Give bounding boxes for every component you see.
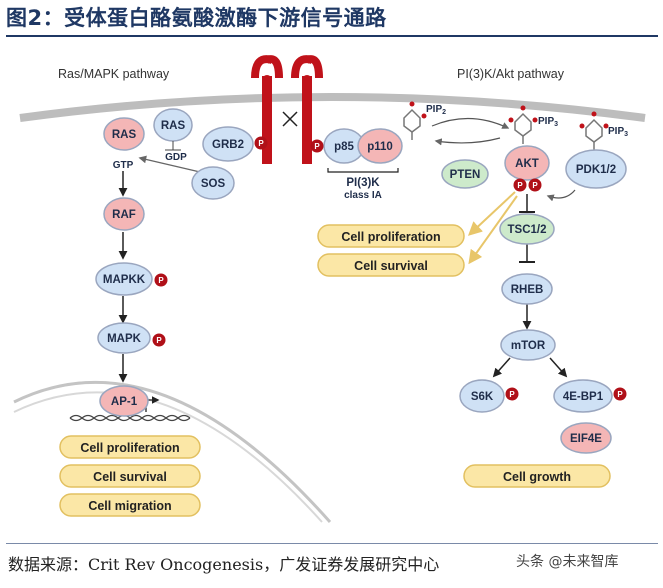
grb2-node: GRB2 <box>202 126 254 162</box>
pip2-lipid-icon <box>403 101 427 140</box>
ap1-node: AP-1 <box>99 385 149 417</box>
outcome-right-growth: Cell growth <box>463 464 611 488</box>
mapk-node: MAPK <box>97 322 151 354</box>
pip3-label-akt: PIP3 <box>538 116 558 128</box>
title-divider <box>6 35 658 37</box>
pi3k-class-label: class IA <box>344 190 382 201</box>
nuclear-envelope <box>13 381 332 523</box>
figure-title: 图2：受体蛋白酪氨酸激酶下游信号通路 <box>6 6 387 30</box>
pdk12-node: PDK1/2 <box>565 149 627 189</box>
phospho-mapkk: P <box>154 273 168 287</box>
svg-text:Cell migration: Cell migration <box>88 499 171 513</box>
akt-node: AKT <box>504 145 550 181</box>
ras-inactive-node: RAS <box>153 108 193 142</box>
svg-text:P: P <box>314 142 320 151</box>
ras-active-node: RAS <box>103 117 145 151</box>
pip3-label-pdk: PIP3 <box>608 126 628 138</box>
outcome-left-migration: Cell migration <box>59 493 201 517</box>
svg-text:Cell proliferation: Cell proliferation <box>341 230 440 244</box>
pathway-arrows <box>118 117 576 412</box>
p85-node: p85 <box>323 128 365 164</box>
svg-text:EIF4E: EIF4E <box>570 433 602 445</box>
tsc12-node: TSC1/2 <box>499 213 555 245</box>
svg-text:RAS: RAS <box>112 129 137 141</box>
ras-mapk-pathway-label: Ras/MAPK pathway <box>58 67 170 81</box>
svg-text:P: P <box>532 181 538 190</box>
phospho-grb2: P <box>254 136 268 150</box>
svg-text:SOS: SOS <box>201 178 226 190</box>
svg-text:P: P <box>509 390 515 399</box>
pi3k-label: PI(3)K <box>346 177 380 189</box>
svg-text:RAS: RAS <box>161 120 186 132</box>
svg-text:p110: p110 <box>367 141 393 153</box>
rheb-node: RHEB <box>501 273 553 305</box>
svg-text:RHEB: RHEB <box>511 284 544 296</box>
outcome-left-proliferation: Cell proliferation <box>59 435 201 459</box>
p110-node: p110 <box>357 128 403 164</box>
pi3k-akt-pathway-label: PI(3)K/Akt pathway <box>457 67 565 81</box>
phospho-akt-2: P <box>528 178 542 192</box>
svg-text:Cell survival: Cell survival <box>93 470 167 484</box>
phospho-mapk: P <box>152 333 166 347</box>
sos-node: SOS <box>191 166 235 200</box>
svg-text:Cell proliferation: Cell proliferation <box>80 441 179 455</box>
footer-divider <box>6 543 658 544</box>
svg-text:MAPKK: MAPKK <box>103 274 146 286</box>
mtor-node: mTOR <box>500 329 556 361</box>
nuclear-envelope-inner <box>13 391 323 523</box>
signaling-pathway-diagram: Ras/MAPK pathway PI(3)K/Akt pathway <box>13 55 646 523</box>
svg-text:p85: p85 <box>334 141 354 153</box>
phospho-akt-1: P <box>513 178 527 192</box>
mapkk-node: MAPKK <box>95 262 153 296</box>
phospho-4ebp1: P <box>613 387 627 401</box>
svg-text:Cell growth: Cell growth <box>503 470 571 484</box>
dna-strand-complement <box>69 414 191 422</box>
gdp-label: GDP <box>165 152 187 163</box>
svg-text:MAPK: MAPK <box>107 333 142 345</box>
gtp-label: GTP <box>113 160 134 171</box>
phospho-p85: P <box>310 139 324 153</box>
receptor-tyrosine-kinase <box>251 55 323 164</box>
svg-text:TSC1/2: TSC1/2 <box>508 224 547 236</box>
pi3k-bracket <box>327 168 399 173</box>
svg-text:S6K: S6K <box>471 391 494 403</box>
outcome-middle-proliferation: Cell proliferation <box>317 224 465 248</box>
svg-text:AP-1: AP-1 <box>111 396 138 408</box>
svg-text:P: P <box>617 390 623 399</box>
svg-text:AKT: AKT <box>515 158 539 170</box>
svg-text:RAF: RAF <box>112 209 136 221</box>
raf-node: RAF <box>103 197 145 231</box>
watermark: 头条 @未来智库 <box>514 551 621 571</box>
pip2-label: PIP2 <box>426 104 446 116</box>
svg-text:PDK1/2: PDK1/2 <box>576 164 616 176</box>
source-note: 数据来源：Crit Rev Oncogenesis，广发证券发展研究中心 <box>8 555 440 574</box>
4ebp1-node: 4E-BP1 <box>553 379 613 413</box>
svg-text:GRB2: GRB2 <box>212 139 244 151</box>
svg-text:P: P <box>156 336 162 345</box>
svg-text:P: P <box>158 276 164 285</box>
svg-text:P: P <box>517 181 523 190</box>
eif4e-node: EIF4E <box>560 422 612 454</box>
plasma-membrane <box>19 93 646 122</box>
pip3-lipid-icon-2 <box>579 111 609 150</box>
outcome-left-survival: Cell survival <box>59 464 201 488</box>
pip3-lipid-icon <box>508 105 538 144</box>
pten-node: PTEN <box>441 159 489 189</box>
svg-text:P: P <box>258 139 264 148</box>
svg-text:mTOR: mTOR <box>511 340 546 352</box>
phospho-s6k: P <box>505 387 519 401</box>
s6k-node: S6K <box>459 379 505 413</box>
outcome-middle-survival: Cell survival <box>317 253 465 277</box>
svg-text:4E-BP1: 4E-BP1 <box>563 391 604 403</box>
phospho-markers: P P P P P P P P <box>152 136 627 401</box>
svg-text:PTEN: PTEN <box>450 169 481 181</box>
svg-text:Cell survival: Cell survival <box>354 259 428 273</box>
